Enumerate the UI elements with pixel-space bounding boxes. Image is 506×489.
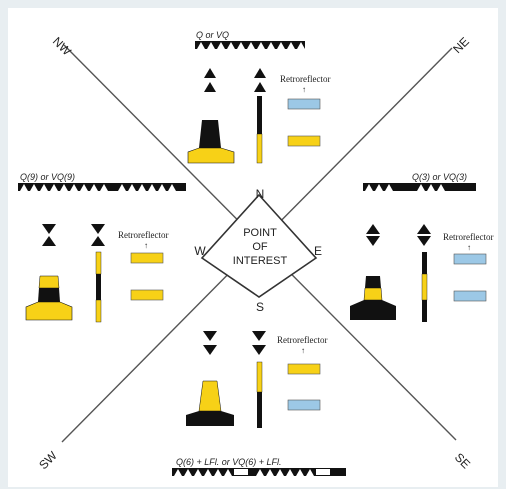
retro-arrow-east: ↑: [467, 243, 471, 252]
label-n: N: [256, 187, 265, 201]
label-ne: NE: [450, 34, 472, 56]
retro-band-north-yellow: [287, 135, 321, 147]
label-nw: NW: [50, 34, 75, 59]
retro-band-south-yellow: [287, 363, 321, 375]
retro-arrow-west: ↑: [144, 241, 148, 250]
retro-label-north: Retroreflector: [280, 74, 330, 84]
west-buoy-icon: [25, 275, 73, 321]
center-line-3: INTEREST: [233, 255, 288, 267]
retro-band-west-yellow-top: [130, 252, 164, 264]
south-topmark-icon: [203, 331, 217, 355]
north-topmark-icon: [204, 68, 216, 92]
retro-label-west: Retroreflector: [118, 230, 168, 240]
north-pole-topmark-icon: [254, 68, 266, 92]
light-bar-north: [195, 41, 305, 49]
label-s: S: [256, 300, 264, 314]
center-line-1: POINT: [243, 227, 277, 239]
light-bar-west: [18, 183, 186, 191]
retro-arrow-north: ↑: [302, 85, 306, 94]
retro-band-west-yellow-bottom: [130, 289, 164, 301]
north-buoy-icon: [187, 120, 235, 164]
south-pole-topmark-icon: [252, 331, 266, 355]
north-pole-icon: [256, 96, 263, 164]
light-bar-south: [172, 468, 346, 476]
light-bar-east: [363, 183, 476, 191]
light-label-south: Q(6) + LFl. or VQ(6) + LFl.: [176, 457, 282, 467]
retro-label-east: Retroreflector: [443, 232, 493, 242]
south-buoy-icon: [186, 380, 234, 426]
retro-arrow-south: ↑: [301, 346, 305, 355]
retro-band-east-blue-bottom: [453, 290, 487, 302]
east-pole-icon: [421, 252, 428, 322]
label-w: W: [194, 244, 206, 258]
west-topmark-icon: [42, 224, 56, 246]
light-label-west: Q(9) or VQ(9): [20, 172, 75, 182]
east-topmark-icon: [366, 224, 380, 246]
retro-band-south-blue: [287, 399, 321, 411]
center-line-2: OF: [252, 241, 268, 253]
south-pole-icon: [256, 361, 263, 428]
light-label-north: Q or VQ: [196, 30, 229, 40]
west-pole-topmark-icon: [91, 224, 105, 246]
label-e: E: [314, 244, 322, 258]
retro-band-north-blue: [287, 98, 321, 110]
label-se: SE: [452, 450, 473, 471]
east-buoy-icon: [350, 276, 396, 320]
east-pole-topmark-icon: [417, 224, 431, 246]
label-sw: SW: [36, 448, 60, 472]
retro-band-east-blue-top: [453, 253, 487, 265]
west-pole-icon: [95, 251, 102, 323]
point-of-interest-diamond: [200, 193, 318, 298]
retro-label-south: Retroreflector: [277, 335, 327, 345]
light-label-east: Q(3) or VQ(3): [412, 172, 467, 182]
